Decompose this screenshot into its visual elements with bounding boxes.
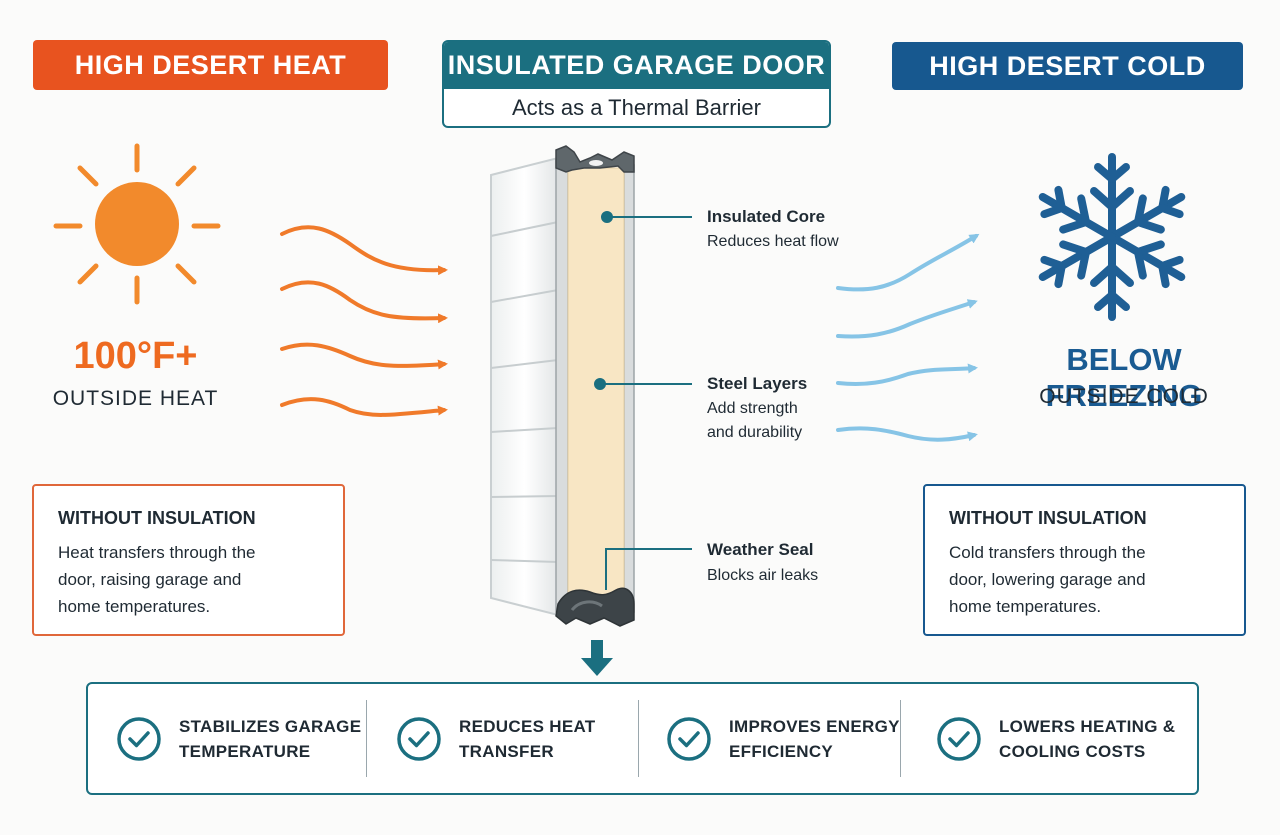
hot-side-title: HIGH DESERT HEAT (74, 49, 347, 80)
heat-arrow (280, 225, 448, 276)
hot-without-insulation-box: WITHOUT INSULATION Heat transfers throug… (32, 484, 345, 636)
benefit-item: REDUCES HEAT TRANSFER (395, 684, 649, 793)
cold-temperature-label: OUTSIDE COLD (1039, 385, 1209, 408)
sun-icon (53, 143, 221, 305)
cold-side-title: HIGH DESERT COLD (929, 50, 1206, 81)
cold-arrows (836, 233, 980, 442)
top-joint-profile (555, 145, 635, 173)
heat-arrow (280, 342, 448, 370)
callout-pointers (594, 211, 692, 590)
cold-arrow (836, 299, 978, 339)
benefit-label-line1: LOWERS HEATING & (999, 716, 1176, 736)
benefit-label-line1: IMPROVES ENERGY (729, 716, 900, 736)
callout-steel-layers-desc-2: and durability (707, 424, 803, 441)
benefit-label: REDUCES HEAT TRANSFER (459, 714, 649, 764)
heat-arrows (280, 225, 448, 417)
panel-grooves (490, 221, 559, 563)
callout-steel-layers-desc-1: Add strength (707, 400, 798, 417)
heat-arrow (280, 280, 448, 324)
benefit-label-line2: EFFICIENCY (729, 741, 834, 761)
door-banner: INSULATED GARAGE DOOR Acts as a Thermal … (442, 40, 831, 128)
benefit-divider (366, 700, 367, 777)
cold-box-title: WITHOUT INSULATION (949, 508, 1147, 528)
benefit-label: STABILIZES GARAGE TEMPERATURE (179, 714, 369, 764)
door-banner-subtitle: Acts as a Thermal Barrier (511, 94, 761, 120)
benefit-label-line1: REDUCES HEAT (459, 716, 596, 736)
hot-box-text: Heat transfers through the door, raising… (58, 543, 256, 616)
callout-weather-seal-title: Weather Seal (707, 540, 814, 559)
weather-seal-profile (555, 587, 635, 627)
benefit-label: IMPROVES ENERGY EFFICIENCY (729, 714, 919, 764)
cold-side-banner: HIGH DESERT COLD (892, 42, 1243, 90)
door-panel-cross-section (490, 145, 635, 627)
callout-weather-seal-desc: Blocks air leaks (707, 567, 819, 584)
cold-temperature: BELOW FREEZING (1045, 342, 1203, 413)
hot-side-banner: HIGH DESERT HEAT (33, 40, 388, 90)
cold-arrow (836, 233, 980, 292)
heat-arrow (280, 397, 448, 417)
benefit-label-line2: COOLING COSTS (999, 741, 1146, 761)
benefit-label-line2: TRANSFER (459, 741, 554, 761)
benefit-item: STABILIZES GARAGE TEMPERATURE (115, 684, 369, 793)
cold-arrow (836, 363, 978, 386)
down-arrow-icon (581, 640, 613, 676)
door-exterior-face (490, 156, 559, 617)
benefits-strip: STABILIZES GARAGE TEMPERATURE REDUCES HE… (86, 682, 1199, 795)
hot-temperature-label: OUTSIDE HEAT (52, 387, 219, 410)
callout-insulated-core-desc: Reduces heat flow (707, 233, 839, 250)
check-circle-icon (667, 716, 711, 761)
benefit-label-line2: TEMPERATURE (179, 741, 311, 761)
cold-box-text: Cold transfers through the door, lowerin… (949, 543, 1146, 616)
check-circle-icon (117, 716, 161, 761)
check-circle-icon (937, 716, 981, 761)
cold-arrow (836, 426, 978, 442)
cold-without-insulation-box: WITHOUT INSULATION Cold transfers throug… (923, 484, 1246, 636)
benefit-label: LOWERS HEATING & COOLING COSTS (999, 714, 1189, 764)
steel-skin-inner (623, 164, 635, 613)
benefit-label-line1: STABILIZES GARAGE (179, 716, 362, 736)
benefit-item: LOWERS HEATING & COOLING COSTS (935, 684, 1189, 793)
snowflake-icon (1034, 153, 1191, 317)
callout-insulated-core-title: Insulated Core (707, 207, 826, 226)
benefit-item: IMPROVES ENERGY EFFICIENCY (665, 684, 919, 793)
benefit-divider (900, 700, 901, 777)
steel-skin-outer (555, 159, 569, 613)
check-circle-icon (397, 716, 441, 761)
hot-temperature: 100°F+ (73, 335, 198, 377)
callout-steel-layers-title: Steel Layers (707, 374, 808, 393)
hot-box-title: WITHOUT INSULATION (58, 508, 256, 528)
door-banner-title: INSULATED GARAGE DOOR (444, 42, 829, 89)
benefit-divider (638, 700, 639, 777)
